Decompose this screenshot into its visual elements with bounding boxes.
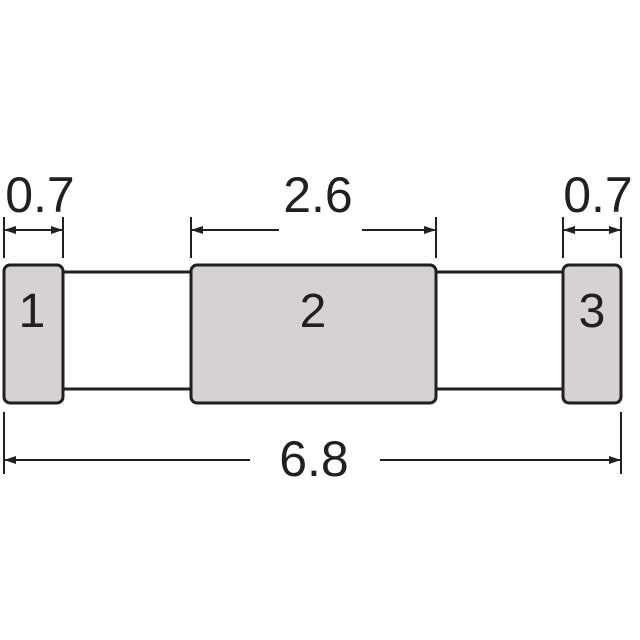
pad-2-shape (189, 263, 438, 405)
arrow-left-pad-start (4, 226, 16, 234)
extension-lines (3, 217, 622, 474)
arrow-left-pad-end (51, 226, 63, 234)
pad-2: 2 (189, 263, 438, 405)
arrow-center-pad-start (191, 226, 203, 234)
pad-3: 3 (561, 263, 623, 405)
pad-3-label: 3 (579, 285, 606, 338)
pad-3-shape (561, 263, 623, 405)
pad-1-shape (2, 263, 65, 405)
arrow-right-pad-start (563, 226, 575, 234)
dim-label-overall-length: 6.8 (279, 431, 349, 487)
pad-1: 1 (2, 263, 65, 405)
dim-label-center-pad: 2.6 (283, 167, 353, 223)
arrow-center-pad-end (424, 226, 436, 234)
dimension-overall-length: 6.8 (4, 431, 621, 487)
dimension-left-pad: 0.7 (4, 167, 75, 234)
arrow-overall-start (4, 456, 16, 464)
pad-1-label: 1 (19, 285, 46, 338)
dimension-right-pad: 0.7 (563, 167, 633, 234)
dimension-center-pad: 2.6 (191, 167, 436, 234)
arrow-right-pad-end (609, 226, 621, 234)
pad-2-label: 2 (300, 285, 327, 338)
dim-label-right-pad: 0.7 (563, 167, 633, 223)
component-body (63, 270, 563, 391)
dim-label-left-pad: 0.7 (5, 167, 75, 223)
arrow-overall-end (609, 456, 621, 464)
